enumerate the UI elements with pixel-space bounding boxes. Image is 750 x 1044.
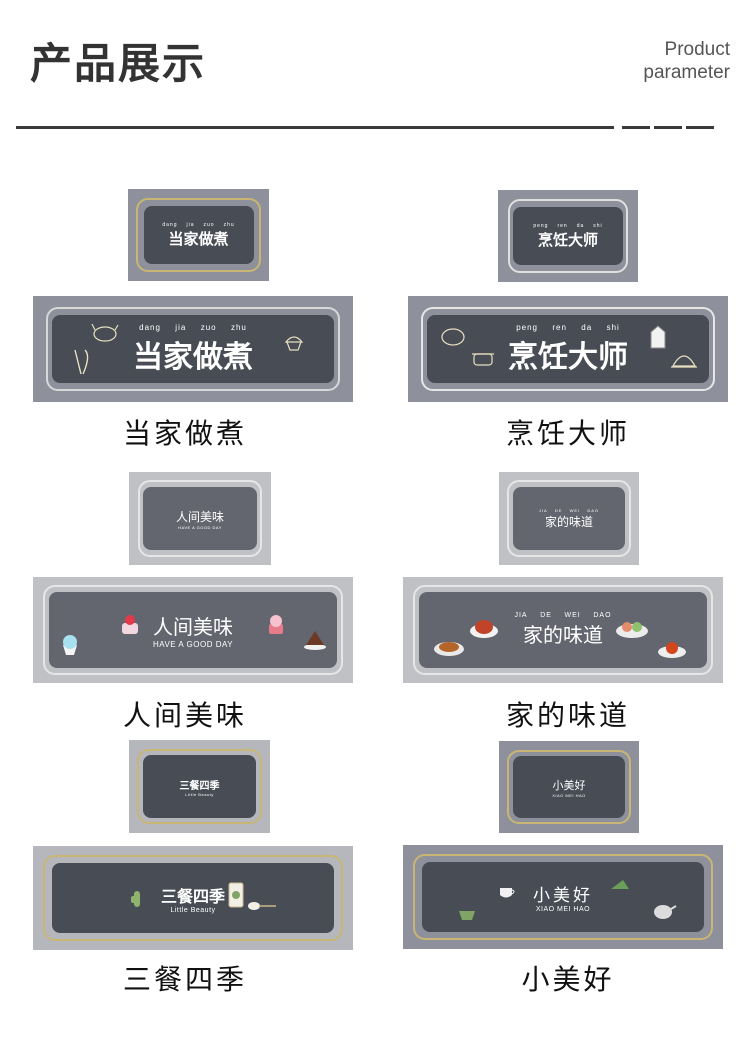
product-caption: 人间美味 bbox=[122, 699, 247, 732]
mat-title: 烹饪大师 bbox=[537, 230, 598, 249]
mat-english: XIAO MEI HAO bbox=[535, 906, 591, 913]
mat-title: 小美好 bbox=[552, 778, 586, 792]
mat-title: 三餐四季 bbox=[179, 780, 220, 792]
roast-icon bbox=[470, 620, 498, 638]
product-caption: 小美好 bbox=[521, 963, 615, 996]
basket-icon bbox=[459, 911, 475, 920]
mat-title: 人间美味 bbox=[153, 615, 233, 639]
subtitle-line-2: parameter bbox=[643, 62, 730, 83]
mat-title: 人间美味 bbox=[175, 509, 224, 524]
bread-icon bbox=[441, 328, 465, 346]
mat-english: XIAO MEI HAO bbox=[552, 792, 586, 798]
mat-title: 家的味道 bbox=[544, 514, 593, 529]
product-caption: 三餐四季 bbox=[122, 963, 247, 996]
mat-title: 当家做煮 bbox=[133, 339, 253, 375]
cupcake-icon bbox=[284, 336, 304, 351]
shrimp-icon bbox=[658, 642, 686, 658]
mat-title: 家的味道 bbox=[523, 623, 603, 647]
strawberry-cake-icon bbox=[122, 615, 138, 634]
product-mat-small: 小美好 XIAO MEI HAO bbox=[499, 741, 639, 833]
product-mat-large: 人间美味 HAVE A GOOD DAY bbox=[33, 577, 353, 683]
product-caption: 家的味道 bbox=[505, 699, 630, 732]
mat-title: 小美好 bbox=[533, 886, 593, 906]
mat-title: 三餐四季 bbox=[160, 886, 225, 906]
product-caption: 烹饪大师 bbox=[505, 417, 630, 450]
product-caption: 当家做煮 bbox=[122, 417, 247, 450]
product-mat-large: 三餐四季 Little Beauty bbox=[33, 846, 353, 950]
chicken-icon bbox=[91, 323, 119, 342]
pot-icon bbox=[472, 353, 494, 366]
subtitle-line-1: Product bbox=[664, 39, 730, 60]
fork-knife-icon bbox=[74, 349, 89, 375]
cake-slice-icon bbox=[611, 880, 629, 889]
mat-title: 烹饪大师 bbox=[508, 339, 628, 375]
dish-icon bbox=[434, 642, 464, 656]
mat-english: Little Beauty bbox=[170, 906, 216, 914]
mat-title: 当家做煮 bbox=[168, 229, 229, 248]
header-rule bbox=[16, 126, 614, 129]
spoon-icon bbox=[248, 902, 276, 910]
teacup-icon bbox=[500, 888, 515, 898]
header-dash bbox=[622, 126, 650, 129]
product-mat-small: 三餐四季 Little Beauty bbox=[129, 740, 270, 833]
mat-english: HAVE A GOOD DAY bbox=[152, 640, 234, 649]
mat-english: Little Beauty bbox=[185, 791, 214, 797]
cloche-icon bbox=[671, 355, 697, 368]
chocolate-cake-icon bbox=[304, 631, 326, 650]
mat-english: HAVE A GOOD DAY bbox=[178, 524, 222, 530]
product-mat-small: 人间美味 HAVE A GOOD DAY bbox=[129, 472, 271, 565]
teapot-icon bbox=[654, 905, 677, 919]
product-mat-large: 小美好 XIAO MEI HAO bbox=[403, 845, 723, 949]
cup-icon bbox=[228, 882, 244, 908]
cupcake-icon bbox=[269, 615, 283, 634]
salad-icon bbox=[616, 622, 648, 638]
header-dash bbox=[654, 126, 682, 129]
cactus-icon bbox=[131, 891, 140, 907]
page-title: 产品展示 bbox=[30, 39, 207, 88]
header-dash bbox=[686, 126, 714, 129]
milk-carton-icon bbox=[650, 325, 666, 349]
page-subtitle: Product parameter bbox=[643, 38, 730, 84]
cupcake-icon bbox=[63, 635, 77, 655]
